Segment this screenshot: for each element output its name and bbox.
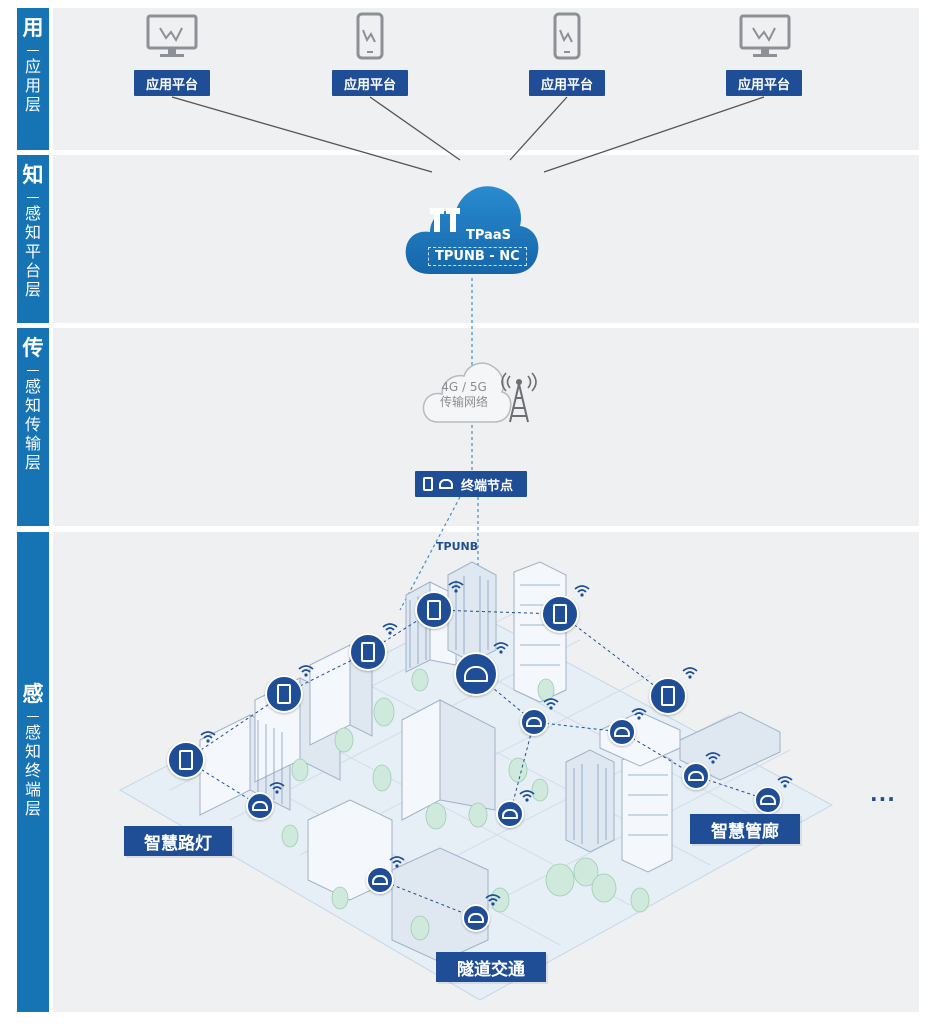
layer-tab-terminal: 感 感知终端层 xyxy=(17,532,49,1012)
tp-logo-icon xyxy=(428,206,464,238)
phone-icon xyxy=(356,12,384,64)
layer-tab-big: 知 xyxy=(22,163,44,187)
layer-tab-application: 用 应用层 xyxy=(17,8,49,150)
layer-tab-divider xyxy=(27,716,39,717)
network-label-line1: 4G / 5G xyxy=(441,380,487,394)
layer-tab-divider xyxy=(27,370,39,371)
protocol-label: TPUNB xyxy=(436,540,479,553)
scene-label-utility-tunnel[interactable]: 智慧管廊 xyxy=(690,814,800,844)
layer-tab-divider xyxy=(27,50,39,51)
cloud-title: TPaaS xyxy=(466,228,511,243)
network-label-line2: 传输网络 xyxy=(439,395,488,409)
more-scenes-ellipsis: ... xyxy=(870,782,896,806)
network-label: 4G / 5G 传输网络 xyxy=(430,380,498,410)
phone-icon xyxy=(553,12,581,64)
gateway-icon xyxy=(439,479,453,489)
terminal-node-badge[interactable]: 终端节点 xyxy=(415,471,527,497)
layer-tab-label: 感知终端层 xyxy=(24,723,41,818)
layer-tab-label: 感知传输层 xyxy=(24,377,41,472)
app-platform-button[interactable]: 应用平台 xyxy=(332,70,408,96)
terminal-node-label: 终端节点 xyxy=(461,478,514,494)
scene-label-tunnel-traffic[interactable]: 隧道交通 xyxy=(436,952,546,982)
scene-label-streetlight[interactable]: 智慧路灯 xyxy=(124,826,232,856)
layer-tab-divider xyxy=(27,197,39,198)
layer-tab-big: 用 xyxy=(22,16,44,40)
monitor-icon xyxy=(146,14,198,64)
terminal-layer-band xyxy=(53,532,919,1012)
cell-tower-icon xyxy=(496,372,542,428)
layer-tab-transport: 传 感知传输层 xyxy=(17,328,49,526)
monitor-icon xyxy=(739,14,791,64)
tpaas-cloud xyxy=(402,178,542,286)
network-cloud-icon xyxy=(420,358,512,432)
device-icon xyxy=(423,477,433,491)
app-platform-button[interactable]: 应用平台 xyxy=(134,70,210,96)
app-platform-button[interactable]: 应用平台 xyxy=(726,70,802,96)
cloud-subtitle: TPUNB - NC xyxy=(428,247,527,266)
layer-tab-big: 传 xyxy=(22,336,44,360)
layer-tab-big: 感 xyxy=(22,682,44,706)
layer-tab-label: 应用层 xyxy=(24,57,41,114)
layer-tab-platform: 知 感知平台层 xyxy=(17,155,49,323)
layer-tab-label: 感知平台层 xyxy=(24,204,41,299)
app-platform-button[interactable]: 应用平台 xyxy=(529,70,605,96)
